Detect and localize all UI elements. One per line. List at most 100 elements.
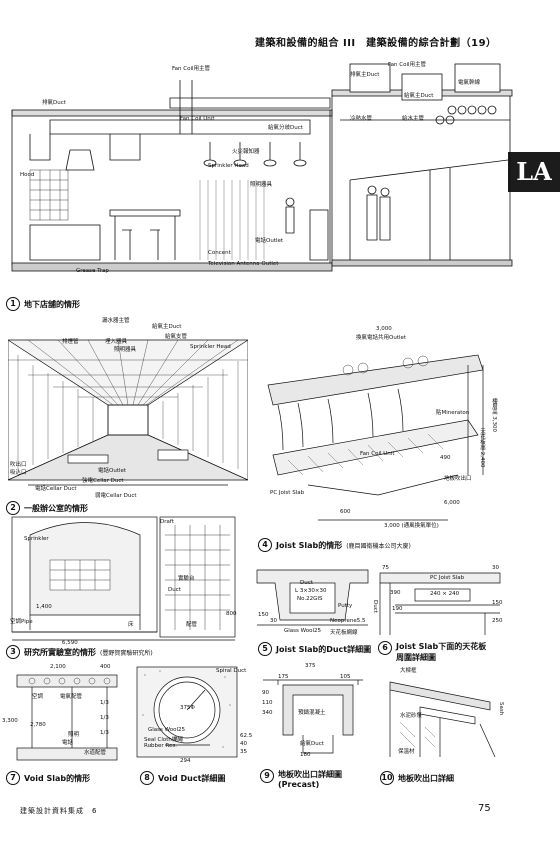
- figure-8-drawing: [136, 666, 238, 758]
- figure-number: 9: [260, 769, 274, 783]
- figure-number: 7: [6, 771, 20, 785]
- fig1-label: Fan Coil Unit: [180, 116, 215, 122]
- fig6-label: 240 × 240: [430, 591, 460, 597]
- fig9-label: 375: [305, 663, 316, 669]
- fig1-label: Sprinkler Head: [208, 163, 249, 169]
- figure-number: 1: [6, 297, 20, 311]
- figure-5-drawing: [256, 569, 369, 626]
- fig5-label: 天花板網線: [330, 630, 358, 636]
- fig2-label: 給氣支管: [165, 334, 188, 340]
- fig7-label: 2,100: [50, 664, 66, 670]
- fig6-label: 150: [492, 600, 503, 606]
- fig3-label: Sprinkler: [24, 536, 49, 542]
- fig9-label: 175: [278, 674, 289, 680]
- caption-text-line2: 周圍詳細圖: [396, 653, 436, 662]
- caption-3: 3 研究所實驗室的情形 (豐野賀實驗研究所): [6, 645, 153, 659]
- fig2-label: 弱電Cellar Duct: [95, 493, 137, 499]
- caption-text: 地板吹出口詳細圖: [278, 770, 342, 779]
- fig7-label: 1/3: [100, 700, 109, 706]
- fig4-label: 490: [440, 455, 451, 461]
- fig7-label: 照明: [68, 732, 80, 738]
- fig2-label: 電話Cellar Duct: [35, 486, 77, 492]
- figure-number: 4: [258, 538, 272, 552]
- fig3-label: Duct: [168, 587, 181, 593]
- fig4-label: PC Joist Slab: [270, 490, 305, 496]
- figure-6-drawing: [379, 572, 501, 635]
- fig1-label: 排氣主Duct: [350, 72, 380, 78]
- fig4-label: 樓層高 3,300: [491, 398, 497, 432]
- fig2-label: 排煙管: [62, 339, 79, 345]
- fig6-label: 30: [492, 565, 499, 571]
- caption-text: Void Duct詳細圖: [158, 773, 226, 783]
- caption-text: Joist Slab下面的天花板: [396, 642, 487, 651]
- figure-number: 10: [380, 771, 394, 785]
- caption-2: 2 一般辦公室的情形: [6, 501, 88, 515]
- fig3-label: 800: [226, 611, 237, 617]
- fig1-label: Hood: [20, 172, 35, 178]
- caption-text-line2: (Precast): [278, 780, 320, 789]
- fig9-label: 110: [262, 700, 273, 706]
- figure-4-drawing: [267, 354, 484, 521]
- fig3-label: 6,590: [62, 640, 78, 646]
- fig1-label: 排氣Duct: [42, 100, 66, 106]
- fig2-label: 漏水器主管: [102, 318, 130, 324]
- fig4-label: 3,000: [376, 326, 392, 332]
- fig8-label: Glass Wool25: [148, 727, 186, 733]
- fig1-label: 火災報知器: [232, 149, 260, 155]
- fig7-label: 3,300: [2, 718, 18, 724]
- caption-6: 6 Joist Slab下面的天花板 周圍詳細圖: [378, 641, 486, 663]
- fig4-label: 天花板高 2,400: [479, 428, 485, 468]
- fig8-label: 375Φ: [180, 705, 195, 711]
- fig1-label: Grease Trap: [76, 268, 109, 274]
- figure-1-drawing: [11, 63, 513, 272]
- fig1-label: 電氣幹線: [458, 80, 481, 86]
- fig7-label: 1/3: [100, 715, 109, 721]
- caption-text: Joist Slab的Duct詳細圖: [276, 644, 372, 654]
- caption-text: Void Slab的情形: [24, 773, 91, 783]
- fig7-label: 電氣配管: [60, 694, 83, 700]
- fig1-label: 冷熱水管: [350, 116, 373, 122]
- caption-1: 1 地下店舖的情形: [6, 297, 80, 311]
- fig8-label: 294: [180, 758, 191, 764]
- fig4-label: 貼Mineraton: [436, 410, 470, 416]
- caption-8: 8 Void Duct詳細圖: [140, 771, 225, 785]
- fig5-label: Neoprene5.5: [330, 618, 366, 624]
- figure-7-drawing: [16, 674, 118, 761]
- figure-number: 2: [6, 501, 20, 515]
- page-number: 75: [478, 803, 491, 814]
- fig10-label: Sash: [498, 702, 504, 716]
- fig2-label: 給氣主Duct: [152, 324, 182, 330]
- fig3-label: 1,400: [36, 604, 52, 610]
- fig4-label: 3,000 (通風換氣單位): [384, 523, 439, 529]
- fig5-label: L 3×30×30: [295, 588, 327, 594]
- caption-note: (鹿目國衛機本公司大廈): [346, 542, 411, 550]
- fig2-label: Sprinkler Head: [190, 344, 231, 350]
- fig3-label: 實驗台: [178, 576, 195, 582]
- fig8-label: Seal Cloth繃繩: [144, 737, 183, 743]
- fig1-label: Fan Coil用主管: [172, 66, 211, 72]
- fig7-label: 電話: [62, 740, 74, 746]
- fig1-label: 給水主管: [402, 116, 425, 122]
- caption-7: 7 Void Slab的情形: [6, 771, 90, 785]
- fig5-label: 150: [258, 612, 269, 618]
- fig4-label: 換氣電話共用Outlet: [356, 335, 407, 341]
- fig9-label: 給氣Duct: [300, 741, 324, 747]
- fig6-label: 390: [390, 590, 401, 596]
- fig8-label: Spiral Duct: [216, 668, 247, 674]
- figure-number: 6: [378, 641, 392, 655]
- fig3-label: Draft: [160, 519, 174, 525]
- figure-number: 5: [258, 642, 272, 656]
- fig8-label: 40: [240, 741, 247, 747]
- fig7-label: 1/3: [100, 730, 109, 736]
- fig7-label: 水道配管: [84, 750, 107, 756]
- fig6-label: 250: [492, 618, 503, 624]
- fig9-label: 180: [300, 752, 311, 758]
- caption-text: 地下店舖的情形: [24, 299, 80, 309]
- fig9-label: 預鑄混凝土: [298, 710, 326, 716]
- fig5-label: No.22GIS: [297, 596, 323, 602]
- fig7-label: 空調: [32, 694, 44, 700]
- caption-text: 一般辦公室的情形: [24, 503, 88, 513]
- fig1-label: Concent: [208, 250, 231, 256]
- fig5-label: Putty: [338, 603, 353, 609]
